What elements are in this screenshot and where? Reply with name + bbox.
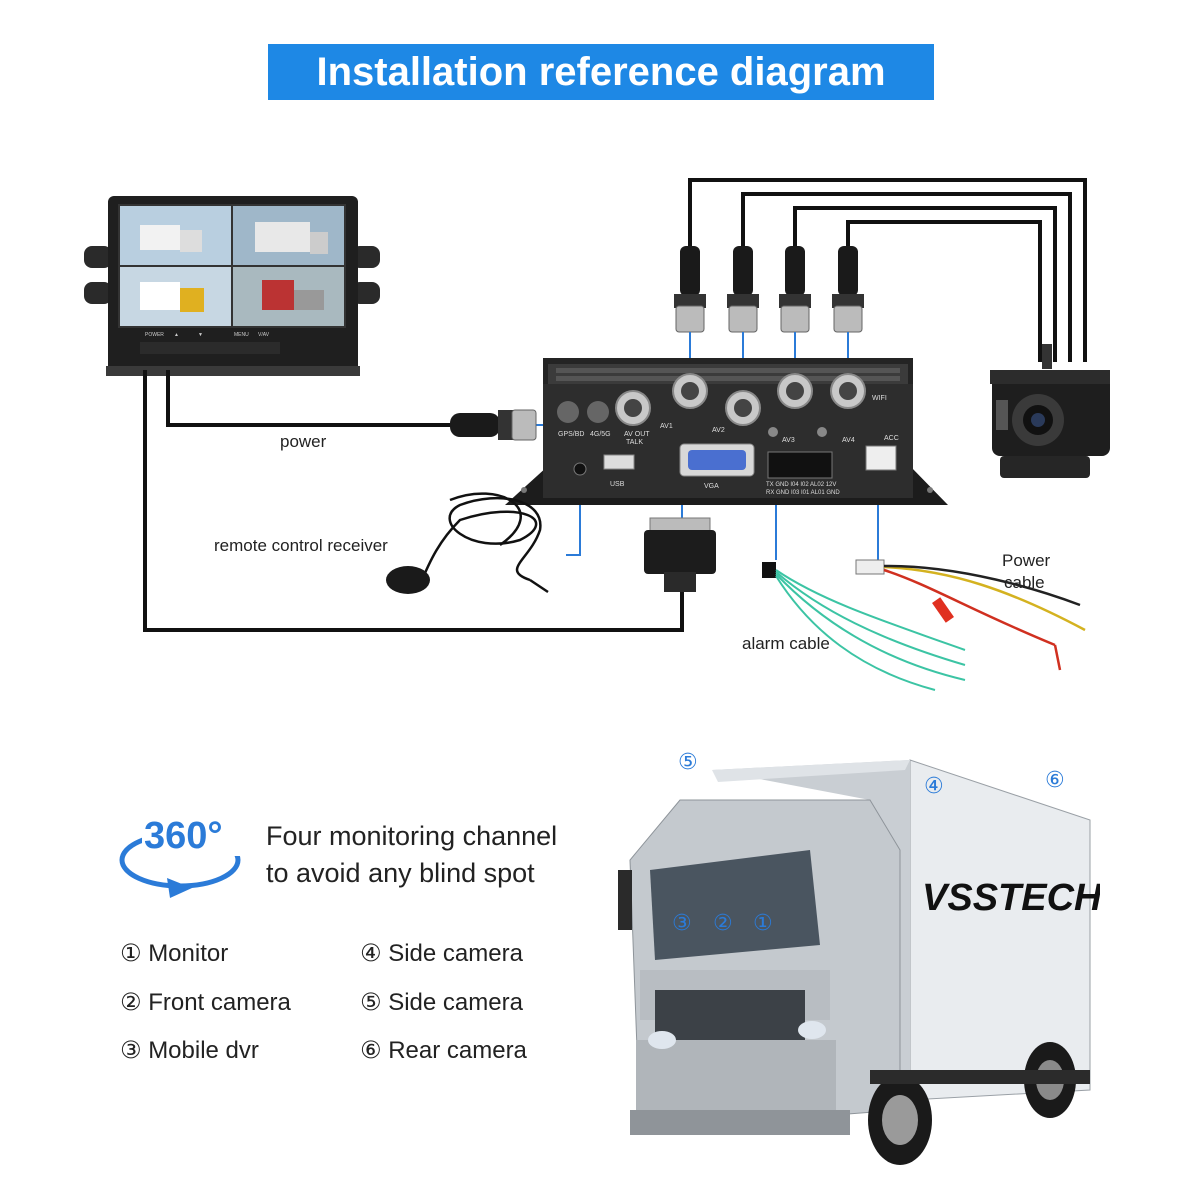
alarm-cable [762,562,966,691]
acc-label: ACC [884,435,899,442]
monitor: POWER ▲ ▼ MENU V/AV [84,196,380,376]
camera-connector-1 [674,246,706,333]
installation-diagram: POWER ▲ ▼ MENU V/AV [84,178,1110,691]
power-cable-label-2: cable [1004,573,1045,592]
truck-marker-4: ④ [924,773,944,798]
ir-sensor-head [386,566,430,594]
av1-label: AV1 [660,423,673,430]
truck-marker-6: ⑥ [1045,767,1065,792]
monitor-cables [143,370,684,632]
camera-connector-4 [832,246,864,333]
power-connector [450,409,537,441]
usb-label: USB [610,481,625,488]
tagline-line1: Four monitoring channel [266,821,558,851]
avout-label: AV OUT [624,431,650,438]
camera-cables [688,178,1087,362]
remote-receiver-label: remote control receiver [214,536,388,555]
io-port[interactable] [767,451,833,479]
power-cable [855,559,1086,671]
vga-connector [644,517,716,592]
acc-power-port[interactable] [865,445,897,471]
camera-connector-2 [727,246,759,333]
legend-item-1: ① Monitor [120,940,229,967]
remote-receiver [418,492,549,594]
badge-360-text: 360° [144,815,223,857]
camera-connector-3 [779,246,811,333]
legend-item-6: ⑥ Rear camera [360,1037,527,1064]
monitor-btn-down[interactable]: ▼ [198,332,203,338]
monitor-btn-menu[interactable]: MENU [234,332,249,338]
power-cable-label-1: Power [1002,551,1051,570]
truck-brand-text: VSSTECH [922,877,1100,919]
truck-illustration: VSSTECH [618,759,1100,1165]
legend-item-4: ④ Side camera [360,940,523,967]
alarm-cable-label: alarm cable [742,634,830,653]
av2-label: AV2 [712,427,725,434]
ir-jack[interactable] [573,462,587,476]
av4-label: AV4 [842,437,855,444]
rotate-360-icon: 360° [119,814,254,898]
legend-item-2: ② Front camera [120,989,291,1016]
vga-label: VGA [704,483,719,490]
truck-marker-1: ① [753,910,773,935]
truck-marker-5: ⑤ [678,749,698,774]
usb-port[interactable] [603,454,635,470]
gps-port[interactable] [557,401,579,423]
title-banner: Installation reference diagram [268,44,934,100]
tagline-line2: to avoid any blind spot [266,858,535,888]
talk-label: TALK [626,439,643,446]
legend-item-5: ⑤ Side camera [360,989,523,1016]
mobile-dvr: GPS/BD 4G/5G AV OUT TALK AV1 AV2 AV3 AV4… [505,358,948,505]
av3-label: AV3 [782,437,795,444]
monitor-btn-up[interactable]: ▲ [174,332,179,338]
net-label: 4G/5G [590,431,611,438]
wifi-label: WIFI [872,395,887,402]
power-label: power [280,432,327,451]
io-label-row1: TX GND I04 I02 AL02 12V [766,482,836,488]
legend-item-3: ③ Mobile dvr [120,1037,259,1064]
gps-label: GPS/BD [558,431,584,438]
monitor-btn-vav[interactable]: V/AV [258,332,270,338]
truck-marker-2: ② [713,910,733,935]
truck-marker-3: ③ [672,910,692,935]
rear-camera [990,344,1110,478]
net-port[interactable] [587,401,609,423]
io-label-row2: RX GND I03 I01 AL01 GND [766,490,840,496]
monitor-btn-power[interactable]: POWER [145,332,164,338]
